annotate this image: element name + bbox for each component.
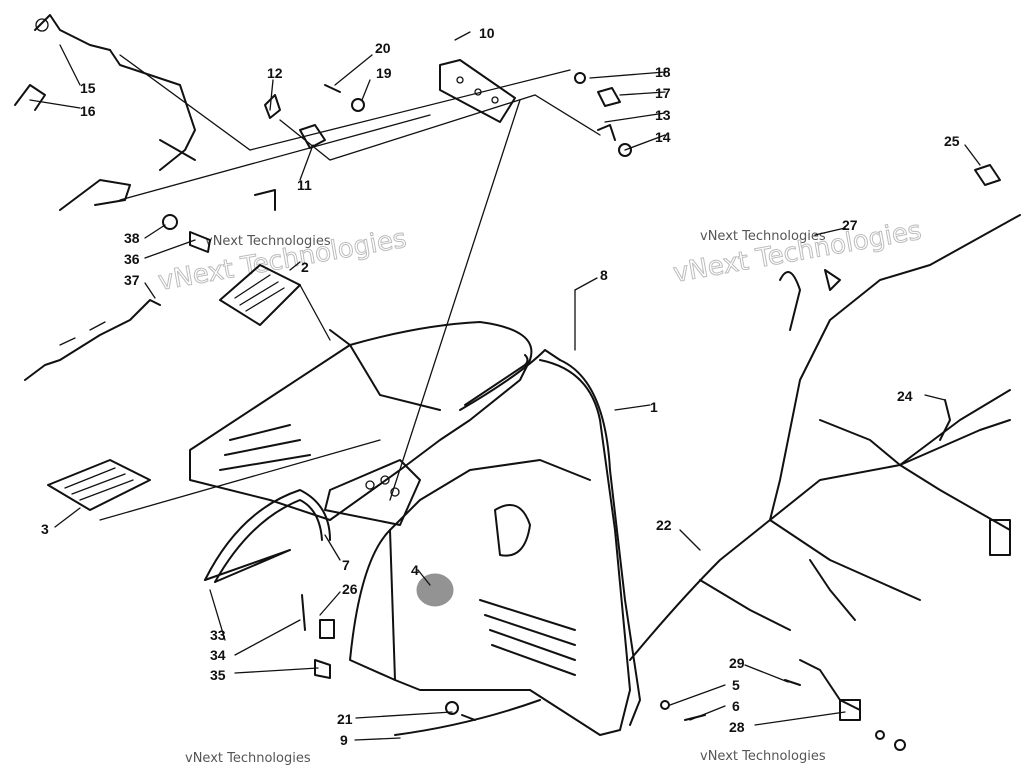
callout-21: 21 [337,711,353,727]
callout-6: 6 [732,698,740,714]
callout-2: 2 [301,259,309,275]
callout-1: 1 [650,399,658,415]
decal-2 [219,264,331,341]
callout-20: 20 [375,40,391,56]
bracket-16 [14,84,46,111]
callout-36: 36 [124,251,140,267]
watermark-3: vNext Technologies [700,229,826,244]
callout-3: 3 [41,521,49,537]
gauge-10 [439,59,516,123]
callout-19: 19 [376,65,392,81]
callout-38: 38 [124,230,140,246]
hardware-13-14 [597,124,632,157]
callout-numbers: 1 2 3 4 5 6 7 8 9 10 11 12 13 14 15 16 1… [41,25,960,748]
callout-25: 25 [944,133,960,149]
key-12 [264,94,281,119]
callout-35: 35 [210,667,226,683]
decal-3 [47,439,381,521]
callout-4: 4 [411,562,419,578]
callout-14: 14 [655,129,671,145]
switch-cable-15 [34,14,196,171]
leader-lines [119,54,601,501]
small-parts-lower [301,594,706,736]
wiring-harness-22 [629,164,1021,751]
callout-11: 11 [297,177,312,193]
hood-console-assembly [189,321,641,736]
callout-12: 12 [267,65,283,81]
callout-24: 24 [897,388,913,404]
callout-37: 37 [124,272,140,288]
callout-33: 33 [210,627,226,643]
callout-15: 15 [80,80,96,96]
callout-10: 10 [479,25,495,41]
callout-8: 8 [600,267,608,283]
callout-5: 5 [732,677,740,693]
callout-28: 28 [729,719,745,735]
pin-20 [324,84,341,93]
callout-18: 18 [655,64,671,80]
washer-19 [351,98,365,112]
watermark-5: vNext Technologies [185,751,311,766]
callout-27: 27 [842,217,858,233]
callout-7: 7 [342,557,350,573]
callout-22: 22 [656,517,672,533]
callout-9: 9 [340,732,348,748]
callout-leaders [29,31,981,741]
callout-17: 17 [655,85,671,101]
switch-36-38 [59,179,276,253]
callout-16: 16 [80,103,96,119]
callout-34: 34 [210,647,226,663]
callout-26: 26 [342,581,358,597]
watermark-1: vNext Technologies [205,234,331,249]
callout-29: 29 [729,655,745,671]
watermark-group: vNext Technologies vNext Technologies vN… [156,215,925,766]
watermark-6: vNext Technologies [700,749,826,764]
cable-37 [24,299,161,381]
callout-13: 13 [655,107,671,123]
hardware-17-18 [574,72,621,107]
